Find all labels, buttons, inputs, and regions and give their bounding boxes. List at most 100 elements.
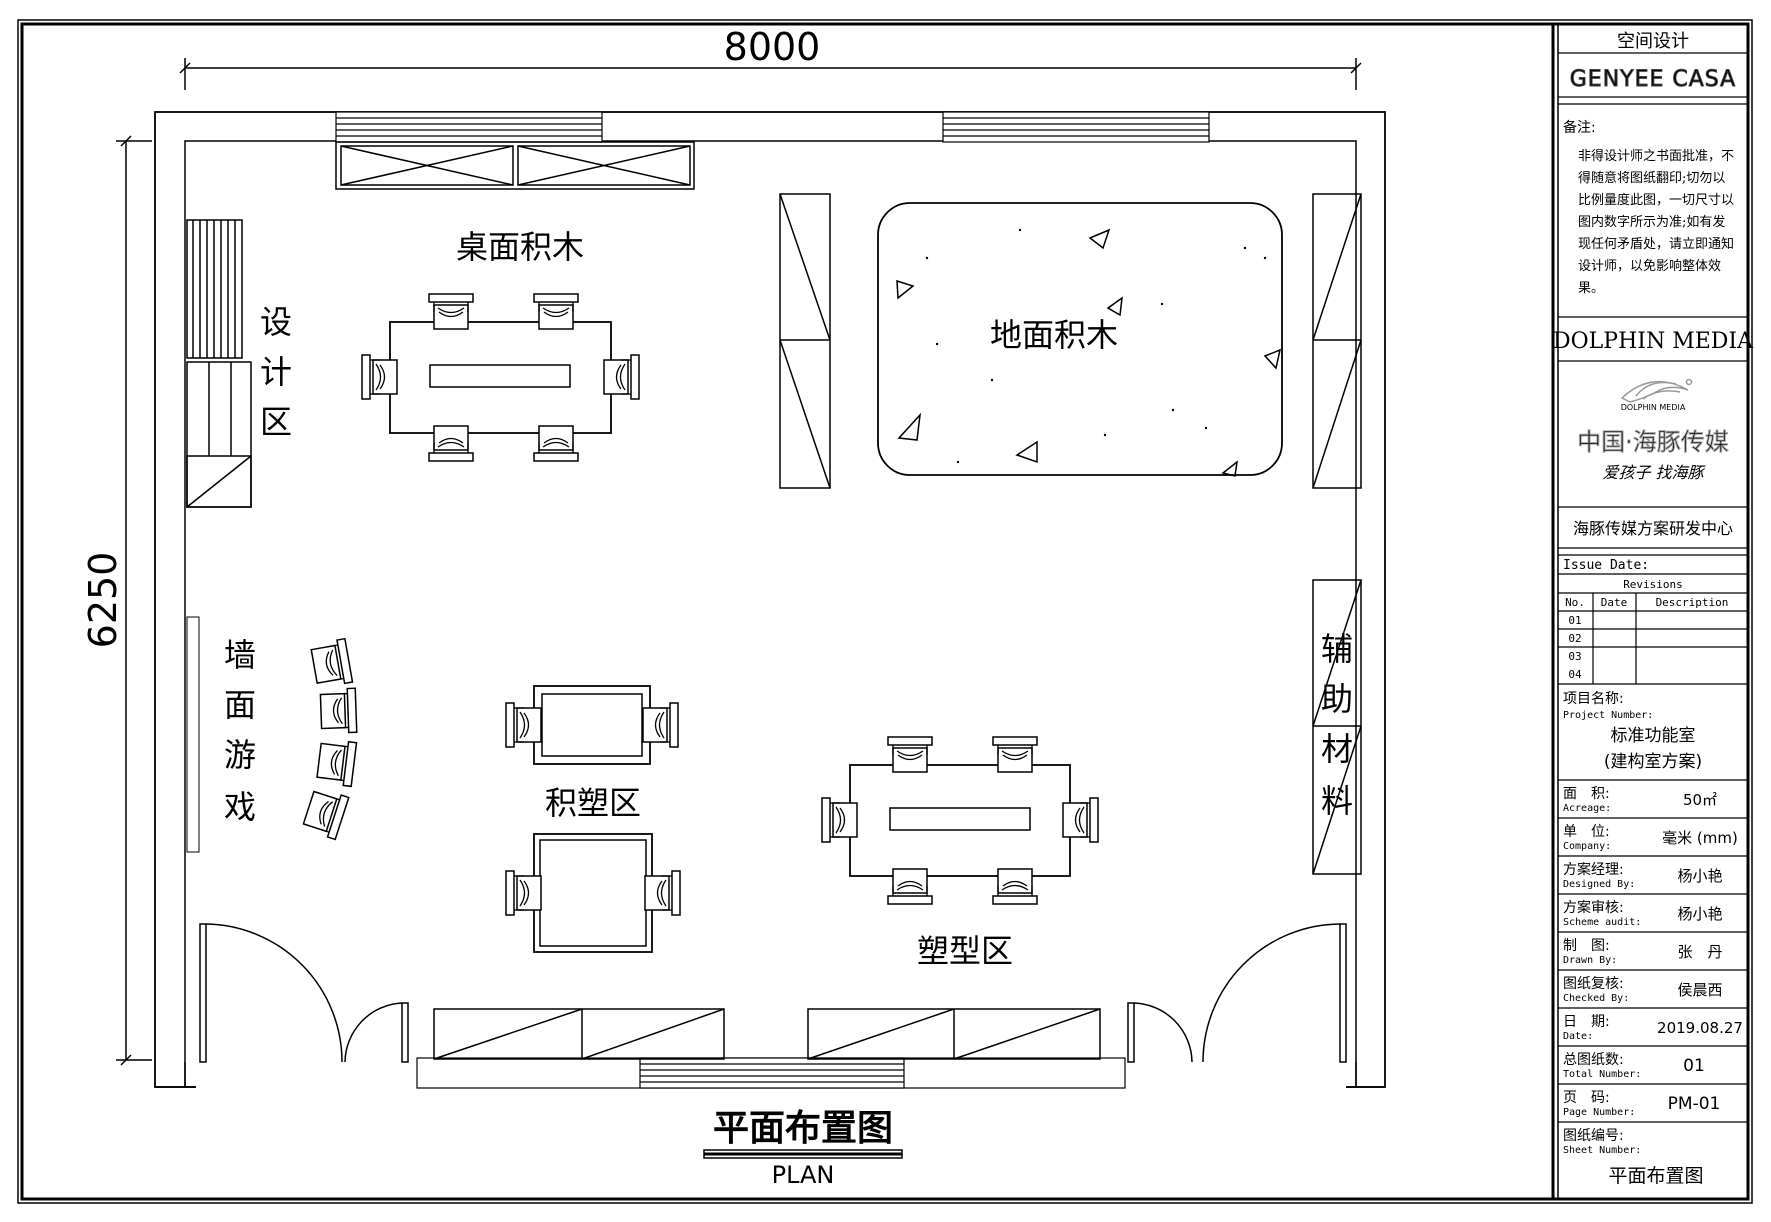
svg-text:比例量度此图，一切尺寸以: 比例量度此图，一切尺寸以 — [1578, 192, 1734, 208]
svg-text:日 期:: 日 期: — [1563, 1014, 1610, 1030]
zone-desk-blocks: 桌面积木 — [456, 228, 584, 266]
zone-modeling: 塑型区 — [917, 932, 1013, 970]
tb-sheet-label-en: Sheet Number: — [1563, 1145, 1641, 1156]
svg-text:Acreage:: Acreage: — [1563, 803, 1611, 814]
tb-sheet-name: 平面布置图 — [1608, 1165, 1703, 1187]
svg-text:Description: Description — [1656, 596, 1729, 609]
tb-fields: 面 积: Acreage: 50㎡ 单 位: Company: 毫米 (mm) … — [1563, 786, 1743, 1118]
outer-frame — [17, 19, 1753, 1204]
svg-text:Designed By:: Designed By: — [1563, 879, 1635, 890]
svg-text:杨小艳: 杨小艳 — [1677, 905, 1722, 923]
zone-aux-material: 辅 助 材 料 — [1321, 630, 1353, 820]
svg-text:Company:: Company: — [1563, 841, 1611, 852]
plastic-building-table-top — [505, 685, 679, 765]
plan-subtitle: PLAN — [772, 1161, 835, 1189]
tb-notes: 非得设计师之书面批准，不 得随意将图纸翻印;切勿以 比例量度此图，一切尺寸以 图… — [1578, 148, 1734, 296]
svg-text:果。: 果。 — [1578, 281, 1604, 296]
dolphin-icon — [1620, 378, 1693, 403]
svg-text:单 位:: 单 位: — [1563, 824, 1610, 840]
logo-small-text: DOLPHIN MEDIA — [1621, 403, 1686, 412]
svg-text:Date: Date — [1601, 596, 1628, 609]
svg-text:墙: 墙 — [224, 636, 256, 674]
svg-text:图内数字所示为准;如有发: 图内数字所示为准;如有发 — [1578, 214, 1725, 230]
tb-brand: GENYEE CASA — [1570, 67, 1736, 92]
svg-text:方案审核:: 方案审核: — [1563, 899, 1624, 916]
dimension-height — [116, 135, 152, 1066]
tb-rev-headers: No. Date Description — [1565, 596, 1728, 609]
tb-project-name-2: (建构室方案) — [1604, 752, 1702, 772]
right-door — [1127, 923, 1347, 1063]
svg-text:区: 区 — [260, 403, 292, 441]
dimension-width — [179, 58, 1362, 90]
svg-text:面: 面 — [224, 686, 256, 724]
svg-text:Total Number:: Total Number: — [1563, 1069, 1641, 1080]
title-block: 空间设计 GENYEE CASA 备注: 非得设计师之书面批准，不 得随意将图纸… — [1551, 24, 1754, 1199]
svg-text:方案经理:: 方案经理: — [1563, 861, 1624, 878]
wall-game-panel — [186, 616, 200, 853]
svg-text:非得设计师之书面批准，不: 非得设计师之书面批准，不 — [1578, 148, 1734, 164]
zone-wall-game: 墙 面 游 戏 — [224, 636, 256, 826]
zone-plastic-building: 积塑区 — [545, 784, 641, 822]
svg-text:得随意将图纸翻印;切勿以: 得随意将图纸翻印;切勿以 — [1578, 170, 1725, 186]
zone-design: 设 计 区 — [260, 303, 292, 441]
aux-material-cabinet — [1312, 579, 1362, 875]
svg-text:辅: 辅 — [1321, 630, 1353, 668]
svg-text:材: 材 — [1321, 730, 1353, 768]
left-door — [199, 923, 409, 1063]
plan-title: 平面布置图 — [713, 1108, 893, 1149]
top-cabinets — [335, 141, 695, 190]
dimension-height-label: 6250 — [81, 552, 125, 649]
svg-text:2019.08.27: 2019.08.27 — [1657, 1019, 1743, 1037]
right-cabinet — [1312, 193, 1362, 489]
desk-blocks-table — [361, 293, 640, 462]
svg-text:侯晨西: 侯晨西 — [1677, 981, 1722, 999]
svg-text:杨小艳: 杨小艳 — [1677, 867, 1722, 885]
modeling-table — [821, 736, 1099, 905]
svg-text:Scheme audit:: Scheme audit: — [1563, 917, 1641, 928]
tb-project-name-1: 标准功能室 — [1611, 726, 1696, 746]
logo-slogan: 爱孩子 找海豚 — [1602, 463, 1706, 482]
svg-text:Drawn By:: Drawn By: — [1563, 955, 1617, 966]
svg-text:03: 03 — [1568, 650, 1581, 663]
svg-text:现任何矛盾处，请立即通知: 现任何矛盾处，请立即通知 — [1578, 236, 1734, 252]
top-window-left — [335, 111, 603, 143]
svg-text:总图纸数:: 总图纸数: — [1563, 1052, 1624, 1068]
tb-project-label-cn: 项目名称: — [1563, 691, 1624, 707]
svg-text:游: 游 — [224, 736, 256, 774]
inner-wall — [184, 140, 1357, 1088]
svg-text:页 码:: 页 码: — [1563, 1090, 1610, 1106]
tb-rev-rows: 01 02 03 04 — [1568, 614, 1582, 681]
tb-center: 海豚传媒方案研发中心 — [1573, 519, 1733, 538]
svg-text:50㎡: 50㎡ — [1683, 791, 1717, 809]
inner-frame — [20, 22, 1750, 1201]
svg-text:设: 设 — [260, 303, 292, 341]
tb-sheet-label-cn: 图纸编号: — [1563, 1128, 1624, 1144]
svg-text:Page Number:: Page Number: — [1563, 1107, 1635, 1118]
wall-game-chairs — [301, 637, 358, 841]
svg-text:No.: No. — [1565, 596, 1585, 609]
svg-text:助: 助 — [1321, 680, 1353, 718]
svg-text:01: 01 — [1683, 1056, 1705, 1076]
dimension-width-label: 8000 — [724, 25, 821, 69]
tb-notes-label: 备注: — [1563, 119, 1596, 136]
bottom-window — [416, 1057, 1126, 1089]
tb-revisions: Revisions — [1623, 578, 1683, 591]
outer-wall — [154, 111, 1386, 1088]
logo-cn: 中国·海豚传媒 — [1577, 428, 1729, 456]
tb-issue-date: Issue Date: — [1563, 558, 1649, 573]
svg-text:毫米 (mm): 毫米 (mm) — [1662, 829, 1738, 847]
divider-cabinet — [779, 193, 831, 489]
svg-text:面 积:: 面 积: — [1563, 786, 1610, 802]
svg-text:制 图:: 制 图: — [1563, 938, 1610, 954]
svg-text:Checked By:: Checked By: — [1563, 993, 1629, 1004]
dolphin-logo: DOLPHIN MEDIA 中国·海豚传媒 爱孩子 找海豚 — [1577, 378, 1729, 482]
tb-header: 空间设计 — [1617, 31, 1689, 52]
svg-text:戏: 戏 — [224, 788, 256, 826]
svg-text:Date:: Date: — [1563, 1031, 1593, 1042]
svg-text:01: 01 — [1568, 614, 1581, 627]
svg-text:02: 02 — [1568, 632, 1581, 645]
svg-text:PM-01: PM-01 — [1668, 1094, 1721, 1114]
svg-text:04: 04 — [1568, 668, 1582, 681]
plastic-building-table-bottom — [505, 833, 681, 953]
